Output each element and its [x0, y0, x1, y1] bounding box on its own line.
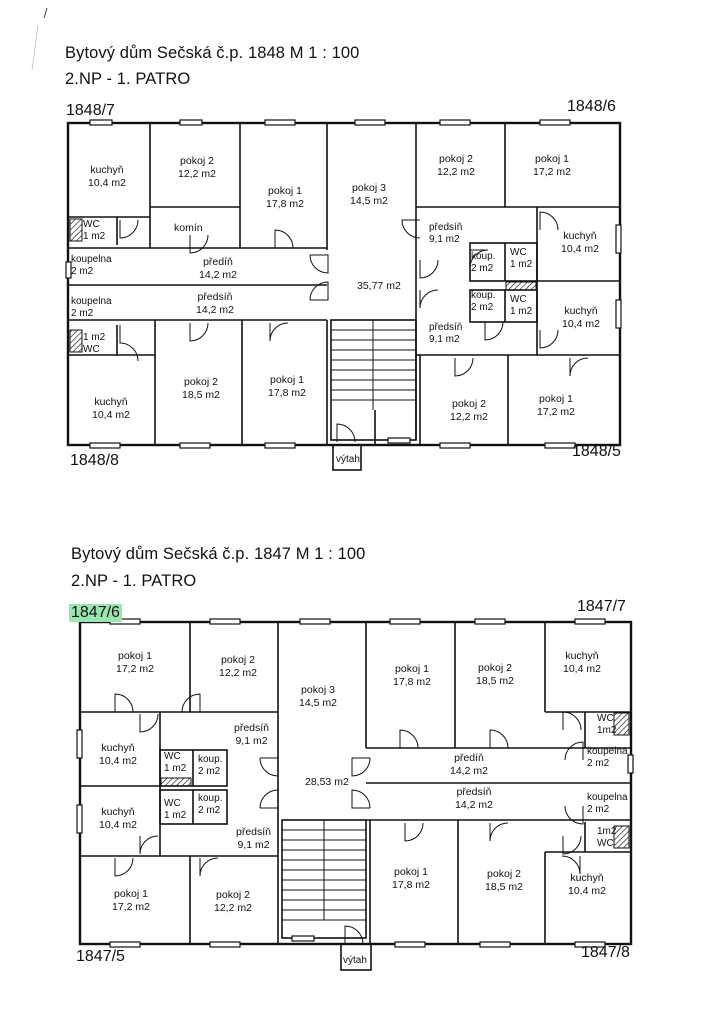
- plan-1847-stairs: [282, 820, 366, 921]
- unit-1847-6-label: 1847/6: [69, 604, 122, 622]
- scan-marks: [31, 7, 48, 71]
- plan-1848-walls: [66, 121, 622, 471]
- plan-1848-windows: [65, 119, 622, 449]
- elevator-label: výtah: [336, 454, 360, 465]
- plan-1848-doors: [119, 211, 589, 443]
- plan-1848-stairs: [331, 320, 416, 410]
- plan-1847-title: Bytový dům Sečská č.p. 1847 M 1 : 100: [71, 545, 366, 563]
- elevator-label: výtah: [343, 955, 367, 966]
- plan-1847-floor: 2.NP - 1. PATRO: [71, 572, 197, 590]
- unit-1848-8-label: 1848/8: [70, 452, 119, 469]
- plan-1848-title: Bytový dům Sečská č.p. 1848 M 1 : 100: [65, 44, 360, 62]
- room-stair-hall: 35,77 m2: [357, 280, 401, 292]
- unit-1848-7-label: 1848/7: [66, 102, 115, 119]
- unit-1848-5-label: 1848/5: [572, 443, 621, 460]
- plan-1847-doors: [114, 693, 584, 945]
- unit-1848-6-label: 1848/6: [567, 98, 616, 115]
- unit-1847-8-label: 1847/8: [581, 944, 630, 961]
- room-bathroom: koup.2 m2: [471, 251, 496, 274]
- room-stair-hall: 28,53 m2: [305, 776, 349, 788]
- unit-1847-5-label: 1847/5: [76, 948, 125, 965]
- room-bathroom: koup.2 m2: [198, 793, 223, 816]
- unit-1847-7-label: 1847/7: [577, 598, 626, 615]
- plan-1847-walls: [78, 620, 633, 971]
- plan-1848-floor: 2.NP - 1. PATRO: [65, 70, 191, 88]
- room-chimney: komín: [174, 222, 203, 234]
- room-bathroom: koup.2 m2: [471, 290, 496, 313]
- room-bathroom: koup.2 m2: [198, 754, 223, 777]
